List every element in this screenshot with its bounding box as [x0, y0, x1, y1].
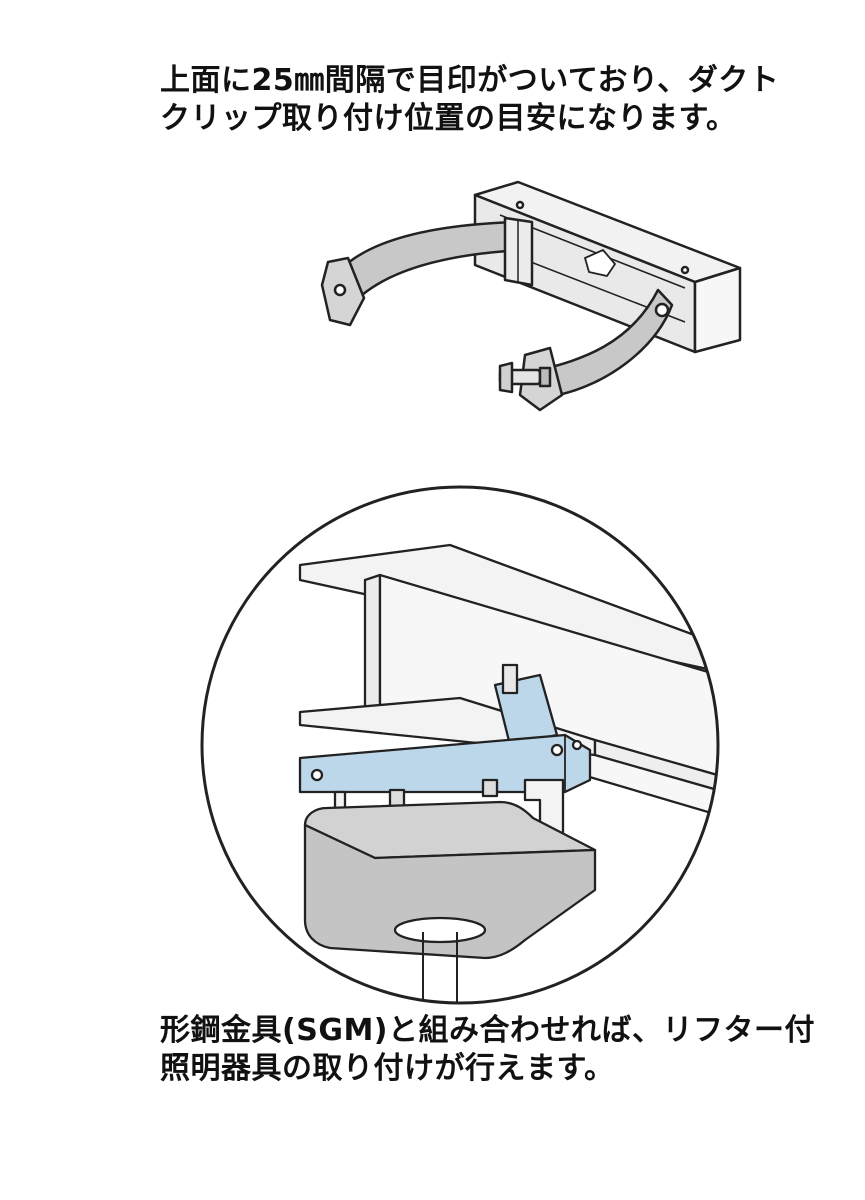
- rail-end-cap: [693, 266, 742, 354]
- rail-slot: [584, 249, 616, 277]
- beam-top-flange: [298, 543, 718, 677]
- bolt-head: [498, 361, 514, 394]
- fixture-opening: [393, 916, 487, 944]
- bracket-bolt: [481, 778, 499, 798]
- caption-bottom-line2: 照明器具の取り付けが行えます。: [160, 1051, 615, 1086]
- bracket-bolt: [388, 788, 406, 808]
- caption-bottom-line1: 形鋼金具(SGM)と組み合わせれば、リフター付: [160, 1013, 816, 1048]
- caption-top-line1: 上面に25㎜間隔で目印がついており、ダクト: [160, 63, 780, 98]
- marker-hole: [515, 200, 525, 210]
- fixture-top: [303, 800, 597, 860]
- beam-fixture-illustration: [200, 485, 720, 1005]
- fixture-body: [303, 823, 597, 960]
- caption-bottom: 形鋼金具(SGM)と組み合わせれば、リフター付 照明器具の取り付けが行えます。: [160, 1012, 815, 1088]
- caption-top-line2: クリップ取り付け位置の目安になります。: [160, 101, 737, 136]
- duct-clip-illustration: [320, 180, 742, 412]
- marker-hole: [680, 265, 690, 275]
- beam-web: [363, 573, 382, 717]
- caption-top: 上面に25㎜間隔で目印がついており、ダクト クリップ取り付け位置の目安になります…: [160, 62, 779, 138]
- sgm-bolt: [501, 663, 519, 695]
- detail-circle: [200, 485, 720, 1005]
- clip-band-right: [538, 288, 674, 397]
